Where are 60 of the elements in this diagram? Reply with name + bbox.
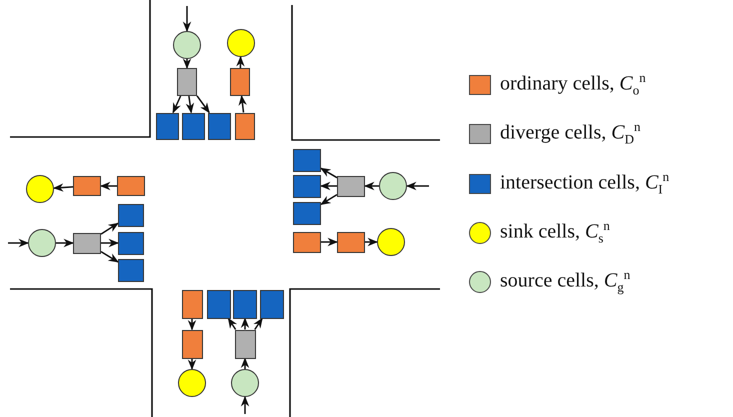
arrow — [364, 182, 379, 190]
intersection-cell — [260, 290, 284, 318]
intersection-cell — [208, 112, 230, 140]
sink-cell — [178, 369, 206, 397]
arrow — [52, 183, 74, 192]
arrow — [240, 357, 250, 369]
arrow — [188, 358, 196, 370]
intersection-cell — [118, 258, 144, 282]
source-cell — [28, 229, 56, 257]
arrow — [196, 95, 210, 114]
ordinary-cell — [337, 232, 365, 252]
sink-cell — [26, 175, 54, 203]
source-cell — [231, 369, 259, 397]
sink-cell — [227, 29, 255, 57]
intersection-cell — [156, 112, 178, 140]
intersection-cell — [233, 290, 257, 318]
arrow — [240, 396, 250, 414]
arrow — [100, 182, 117, 190]
arrow — [365, 238, 378, 246]
arrow — [56, 238, 74, 248]
diverge-cell — [337, 176, 365, 196]
diverge-cell — [234, 330, 256, 358]
ordinary-cell — [293, 232, 321, 252]
arrow — [253, 318, 263, 330]
arrow — [182, 58, 192, 70]
arrow — [321, 238, 338, 246]
arrow — [320, 194, 338, 206]
arrow — [320, 168, 338, 178]
arrow — [186, 96, 194, 114]
source-cell — [173, 31, 201, 59]
sink-cell — [377, 228, 405, 256]
ordinary-cell — [230, 68, 250, 96]
arrow — [236, 56, 245, 68]
ordinary-cell — [182, 330, 202, 358]
source-cell — [379, 172, 407, 200]
arrow — [182, 6, 192, 32]
arrow — [320, 182, 337, 190]
intersection-cell — [207, 290, 231, 318]
intersection-cell — [293, 174, 321, 198]
ordinary-cell — [73, 176, 101, 196]
arrow — [100, 250, 119, 263]
arrow — [188, 318, 196, 331]
arrow — [240, 317, 250, 330]
intersection-cell — [118, 232, 144, 254]
arrow — [228, 318, 238, 330]
arrow — [100, 222, 119, 235]
ordinary-cell — [235, 112, 255, 140]
arrow — [172, 96, 182, 114]
ordinary-cell — [117, 176, 145, 196]
intersection-cell — [293, 202, 321, 224]
arrow — [406, 182, 429, 190]
ordinary-cell — [182, 290, 202, 318]
arrow — [8, 238, 30, 248]
intersection-cell — [118, 204, 144, 226]
diverge-cell — [73, 232, 101, 254]
intersection-cell — [182, 112, 204, 140]
diverge-cell — [177, 68, 197, 96]
arrow — [238, 94, 247, 113]
intersection-cell — [293, 148, 321, 172]
arrow — [101, 238, 120, 248]
